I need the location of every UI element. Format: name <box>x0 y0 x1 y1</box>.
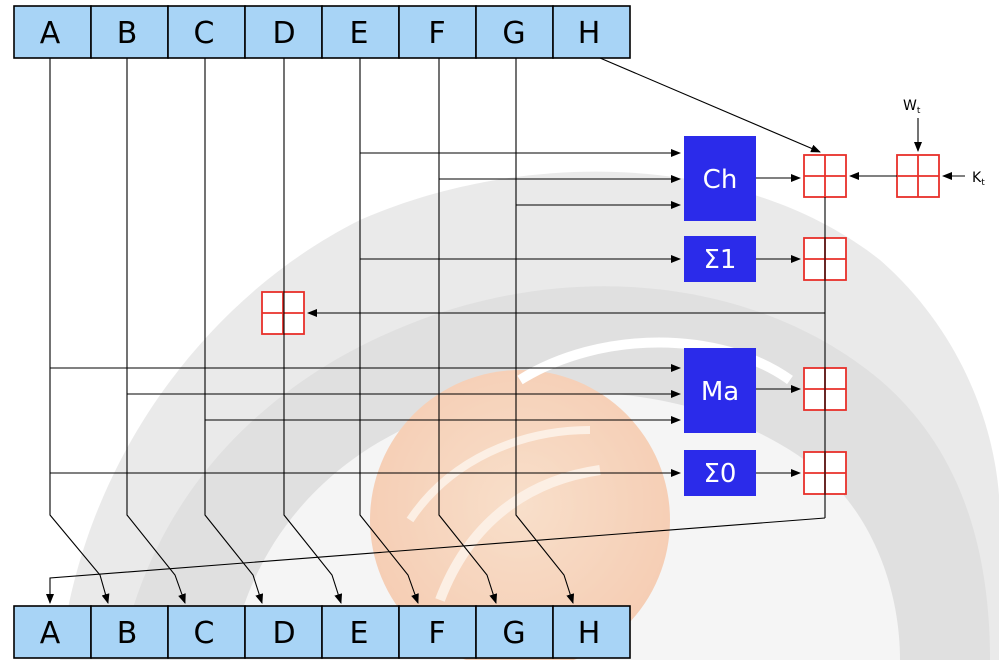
sigma0-function-label: Σ0 <box>704 459 737 489</box>
bottom-register-cell-a <box>13 605 92 659</box>
bottom-register-label-e: E <box>350 616 369 651</box>
top-register-cell-b <box>90 5 169 59</box>
ch-function-box <box>684 136 756 221</box>
bottom-register-label-a: A <box>40 616 61 651</box>
background-watermark <box>60 171 999 660</box>
bottom-register-label-g: G <box>502 616 525 651</box>
top-register-label-c: C <box>194 16 215 51</box>
bottom-register-label-d: D <box>272 616 295 651</box>
wire-b-down <box>126 58 186 604</box>
top-register-label-h: H <box>578 16 601 51</box>
ch-function-label: Ch <box>703 165 738 195</box>
wire-c-down <box>204 58 264 604</box>
adder-d <box>261 291 305 335</box>
top-register-label-d: D <box>272 16 295 51</box>
bottom-register-cell-g <box>475 605 554 659</box>
sigma1-function-label: Σ1 <box>704 245 737 275</box>
top-register-label-e: E <box>350 16 369 51</box>
top-register-cell-g <box>475 5 554 59</box>
k-input-label: Kt <box>972 170 985 188</box>
bottom-register-cell-b <box>90 605 169 659</box>
round-inputs: Wt Kt <box>903 98 985 188</box>
adder-wk <box>896 154 940 198</box>
bottom-register-label-h: H <box>578 616 601 651</box>
bottom-register-cell-h <box>552 605 631 659</box>
bottom-register: A B C D E F G H <box>13 605 631 659</box>
wire-d-down <box>283 58 343 604</box>
sigma0-function-box <box>684 450 756 496</box>
bottom-register-cell-c <box>167 605 246 659</box>
bottom-register-cell-f <box>398 605 477 659</box>
top-register-cell-f <box>398 5 477 59</box>
bottom-register-label-b: B <box>117 616 138 651</box>
wire-f-down <box>438 58 498 604</box>
top-register-label-a: A <box>40 16 61 51</box>
wire-a-down <box>49 58 110 604</box>
function-blocks: Ch Σ1 Ma Σ0 <box>684 136 756 496</box>
top-register-label-f: F <box>428 16 445 51</box>
bottom-register-label-c: C <box>194 616 215 651</box>
bottom-register-label-f: F <box>428 616 445 651</box>
top-register-label-g: G <box>502 16 525 51</box>
bottom-register-cell-e <box>321 605 400 659</box>
wire-trunk-to-new-a <box>46 517 826 604</box>
wires <box>46 57 965 604</box>
bottom-register-cell-d <box>244 605 323 659</box>
top-register: A B C D E F G H <box>13 5 631 59</box>
ma-function-box <box>684 348 756 433</box>
w-input-label: Wt <box>903 98 921 116</box>
wire-g-down <box>515 58 575 604</box>
top-register-label-b: B <box>117 16 138 51</box>
sigma1-function-box <box>684 236 756 282</box>
top-register-cell-h <box>552 5 631 59</box>
ma-function-label: Ma <box>701 377 739 407</box>
wire-h-to-adder <box>599 57 821 153</box>
wire-e-down <box>359 58 419 604</box>
adder-ch <box>803 154 847 198</box>
